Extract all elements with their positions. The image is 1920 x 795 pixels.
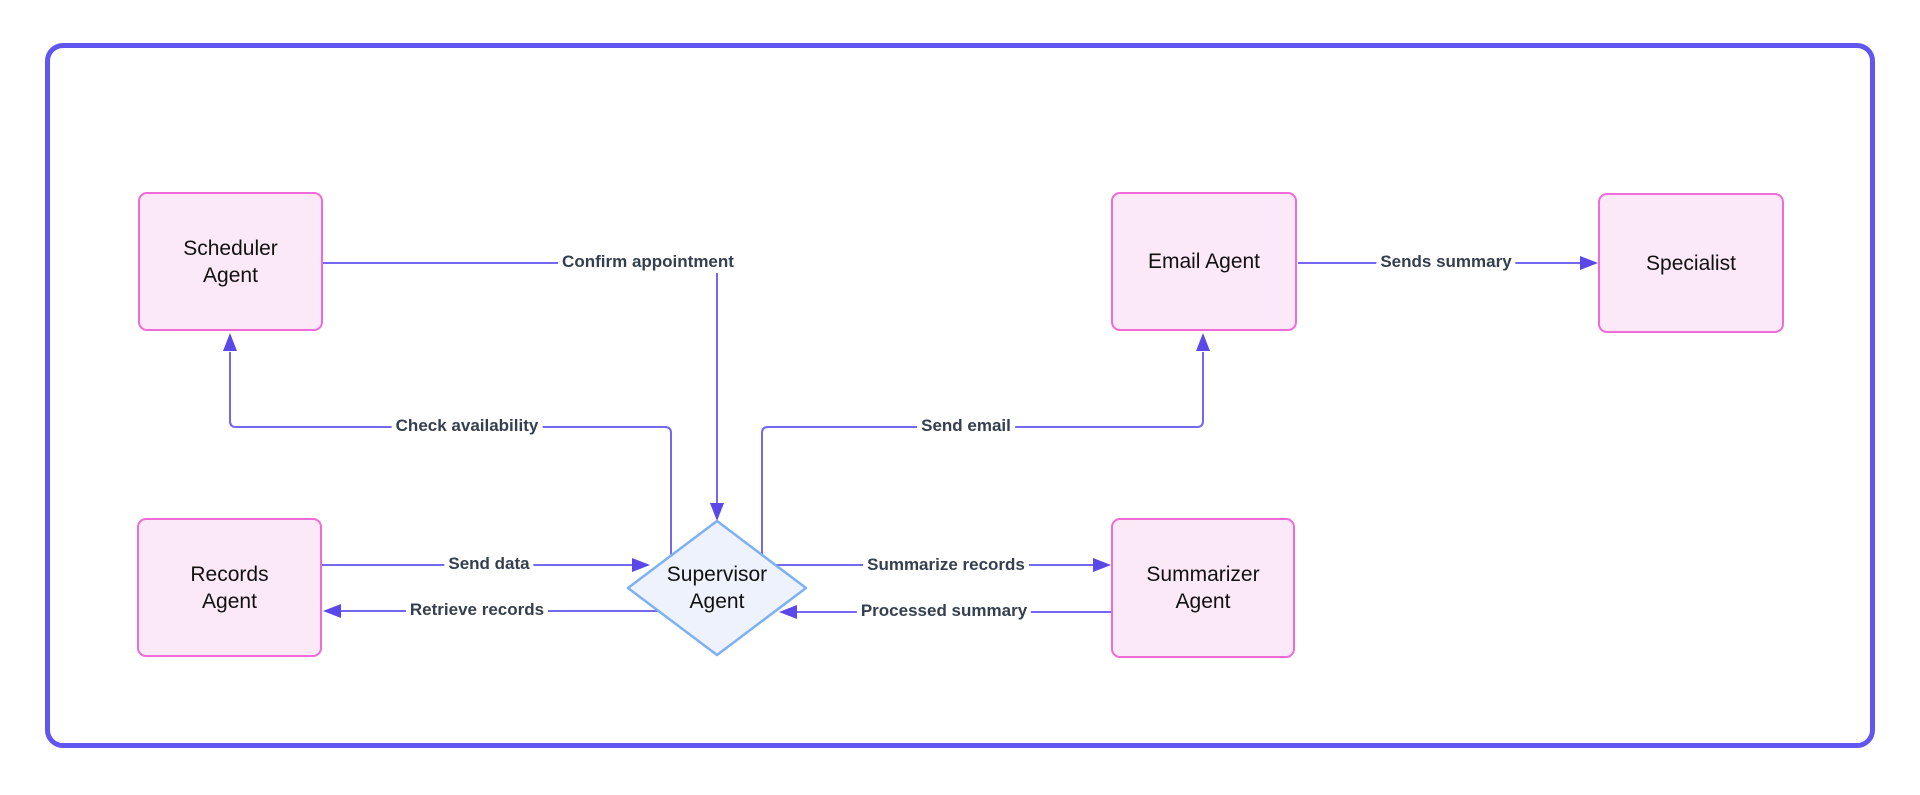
edge-label-processed-summary: Processed summary bbox=[856, 600, 1032, 622]
node-summarizer-agent: Summarizer Agent bbox=[1111, 518, 1295, 658]
diagram-outer-frame bbox=[45, 43, 1875, 748]
node-supervisor-agent-label: Supervisor Agent bbox=[666, 563, 768, 613]
node-scheduler-agent-label: Scheduler Agent bbox=[183, 236, 278, 287]
edge-label-summarize-records: Summarize records bbox=[863, 554, 1029, 576]
arrowhead-retrieve-records bbox=[323, 604, 341, 618]
arrowhead-sends-summary bbox=[1580, 256, 1598, 270]
node-summarizer-agent-label: Summarizer Agent bbox=[1146, 563, 1260, 613]
arrowhead-send-data bbox=[632, 558, 650, 572]
edge-confirm-appointment bbox=[323, 262, 718, 504]
edge-label-retrieve-records: Retrieve records bbox=[405, 599, 549, 621]
node-records-agent-label: Records Agent bbox=[190, 562, 269, 613]
edge-label-check-availability: Check availability bbox=[391, 415, 543, 437]
arrowhead-confirm-appointment bbox=[710, 503, 724, 521]
node-supervisor-agent-shape bbox=[626, 519, 808, 657]
edge-label-sends-summary: Sends summary bbox=[1376, 251, 1516, 273]
edge-label-confirm-appointment: Confirm appointment bbox=[558, 251, 738, 273]
arrowhead-send-email bbox=[1196, 333, 1210, 351]
node-email-agent-label: Email Agent bbox=[1147, 250, 1261, 273]
arrowhead-processed-summary bbox=[779, 605, 797, 619]
edge-label-send-email: Send email bbox=[917, 415, 1015, 437]
edge-label-send-data: Send data bbox=[444, 553, 534, 575]
node-specialist: Specialist bbox=[1598, 193, 1784, 333]
node-records-agent: Records Agent bbox=[137, 518, 322, 657]
node-scheduler-agent: Scheduler Agent bbox=[138, 192, 323, 331]
arrowhead-summarize-records bbox=[1093, 558, 1111, 572]
arrowhead-check-availability bbox=[223, 333, 237, 351]
node-email-agent: Email Agent bbox=[1111, 192, 1297, 331]
node-specialist-label: Specialist bbox=[1646, 251, 1736, 275]
